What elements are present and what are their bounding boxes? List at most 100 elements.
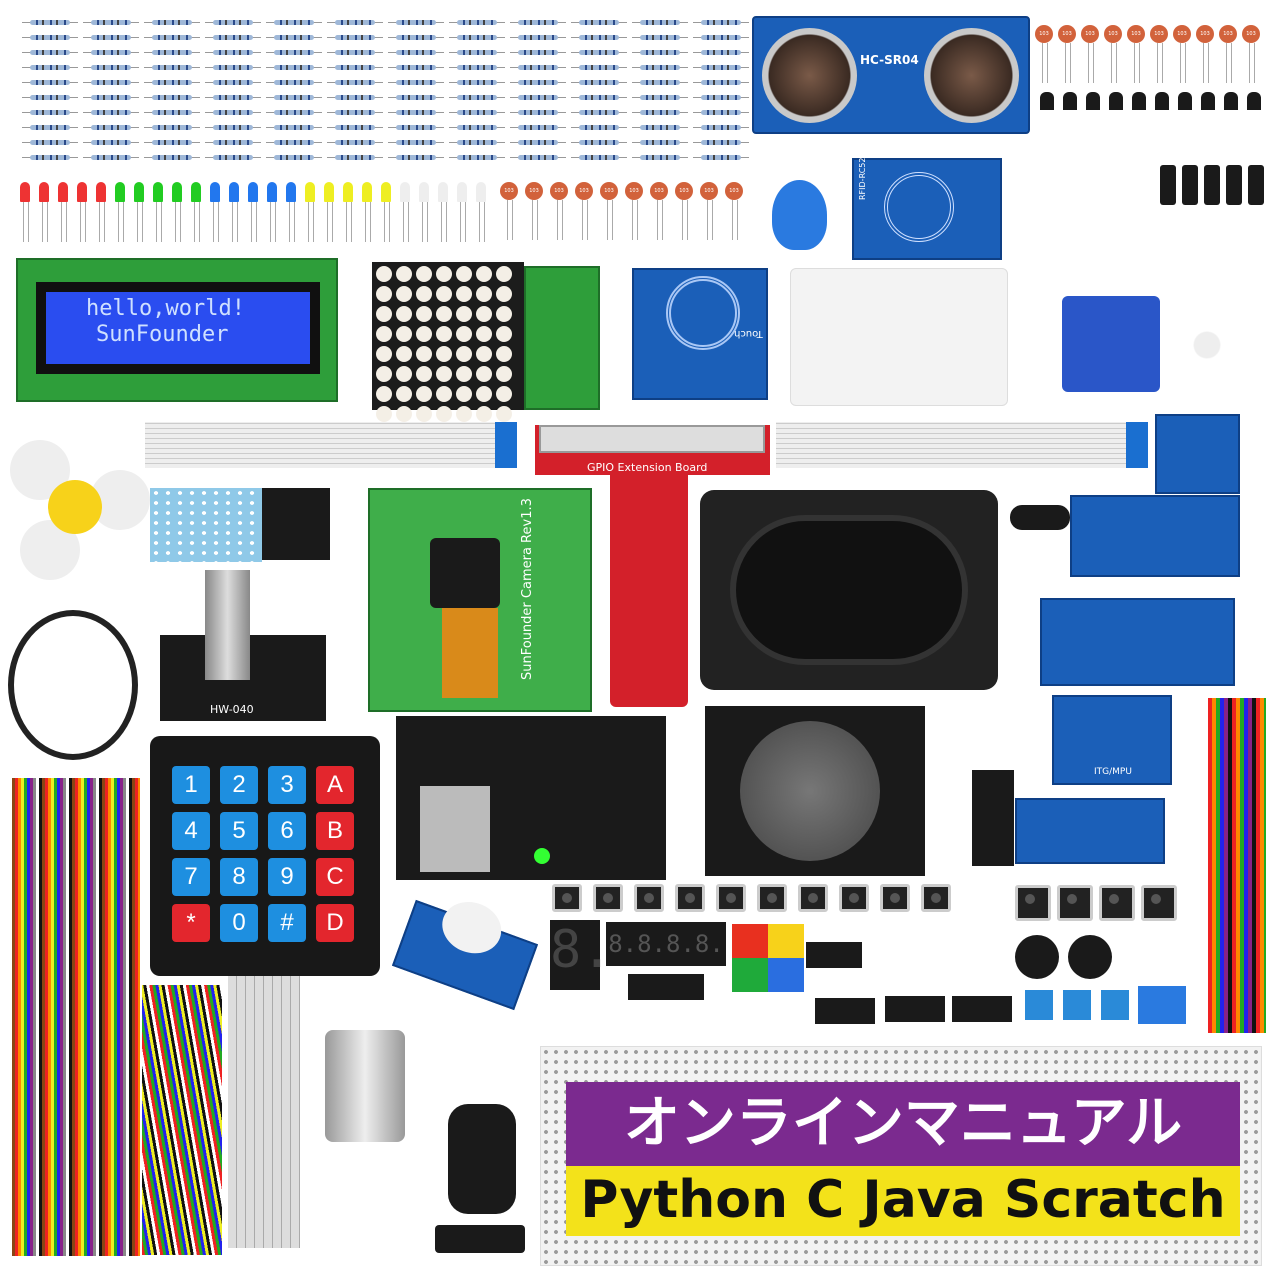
transistor: [1086, 92, 1100, 110]
resistor: [388, 80, 444, 85]
resistor: [571, 125, 627, 130]
encoder-label: HW-040: [210, 703, 254, 716]
resistor: [693, 95, 749, 100]
matrix-led: [476, 346, 492, 362]
photo-interrupter-module: [1015, 798, 1165, 864]
resistor: [22, 65, 78, 70]
transistors: [1040, 92, 1265, 162]
resistor: [266, 80, 322, 85]
resistor-array: [20, 15, 749, 175]
resistor: [83, 35, 139, 40]
resistor: [632, 65, 688, 70]
buzzer-1: [1015, 935, 1059, 979]
keypad-key-8[interactable]: 8: [220, 858, 258, 896]
matrix-led: [436, 366, 452, 382]
matrix-led: [376, 306, 392, 322]
matrix-led: [396, 346, 412, 362]
resistor: [144, 65, 200, 70]
matrix-led: [496, 326, 512, 342]
keypad-key-5[interactable]: 5: [220, 812, 258, 850]
resistor: [22, 110, 78, 115]
led: [229, 182, 239, 242]
capacitor: 103: [575, 182, 593, 240]
capacitor: 103: [500, 182, 518, 240]
jumper-wire-bundle: [142, 985, 222, 1255]
capacitor: 103: [1150, 25, 1168, 83]
keypad-key-A[interactable]: A: [316, 766, 354, 804]
matrix-led: [416, 326, 432, 342]
lcd-screen: hello,world! SunFounder: [36, 282, 320, 374]
rfid-keyfob: [772, 180, 827, 250]
led: [20, 182, 30, 242]
rfid-card: [790, 268, 1008, 406]
keypad-key-7[interactable]: 7: [172, 858, 210, 896]
led: [96, 182, 106, 242]
resistor: [632, 155, 688, 160]
led: [305, 182, 315, 242]
keypad-key-#[interactable]: #: [268, 904, 306, 942]
capacitor: 103: [525, 182, 543, 240]
matrix-led: [456, 346, 472, 362]
power-led: [534, 848, 550, 864]
resistor: [205, 80, 261, 85]
resistor: [693, 140, 749, 145]
keypad-key-4[interactable]: 4: [172, 812, 210, 850]
resistor: [632, 95, 688, 100]
capacitor: 103: [625, 182, 643, 240]
speaker: [700, 490, 998, 690]
resistor: [571, 155, 627, 160]
resistor: [144, 140, 200, 145]
matrix-led: [456, 306, 472, 322]
matrix-led: [436, 266, 452, 282]
capacitor: 103: [1035, 25, 1053, 83]
rfid-label: RFID-RC522: [858, 152, 867, 200]
transistor: [1201, 92, 1215, 110]
led: [419, 182, 429, 242]
transistor: [1109, 92, 1123, 110]
tactile-button: [552, 884, 582, 912]
resistor: [632, 20, 688, 25]
resistor: [205, 125, 261, 130]
led: [457, 182, 467, 242]
keypad-key-9[interactable]: 9: [268, 858, 306, 896]
resistor: [205, 65, 261, 70]
resistor: [327, 140, 383, 145]
resistor: [693, 20, 749, 25]
resistor: [205, 140, 261, 145]
keypad-ribbon: [228, 976, 300, 1248]
resistor: [327, 65, 383, 70]
tactile-button: [716, 884, 746, 912]
led: [267, 182, 277, 242]
keypad-key-C[interactable]: C: [316, 858, 354, 896]
keypad-key-3[interactable]: 3: [268, 766, 306, 804]
keypad-key-B[interactable]: B: [316, 812, 354, 850]
tactile-button: [593, 884, 623, 912]
keypad-key-D[interactable]: D: [316, 904, 354, 942]
matrix-led: [496, 266, 512, 282]
resistor: [327, 35, 383, 40]
keypad-key-*[interactable]: *: [172, 904, 210, 942]
keypad-key-1[interactable]: 1: [172, 766, 210, 804]
touch-label: Touch: [734, 328, 763, 339]
tactile-button: [634, 884, 664, 912]
breadboard-power-module: [396, 716, 666, 880]
resistor: [327, 95, 383, 100]
servo-horns: [1162, 300, 1252, 390]
resistor: [449, 110, 505, 115]
transistor: [1224, 92, 1238, 110]
resistor: [205, 155, 261, 160]
keypad-key-2[interactable]: 2: [220, 766, 258, 804]
rainbow-ribbon-cable: [12, 778, 140, 1256]
dht11-board: [262, 488, 330, 560]
resistor: [22, 125, 78, 130]
matrix-led: [456, 266, 472, 282]
camera-flex-cable: [442, 608, 498, 698]
keypad-key-0[interactable]: 0: [220, 904, 258, 942]
tactile-button-row: [552, 884, 962, 918]
capacitor: 103: [675, 182, 693, 240]
matrix-led: [396, 286, 412, 302]
keypad-key-6[interactable]: 6: [268, 812, 306, 850]
matrix-led: [436, 286, 452, 302]
seven-segment-single: 8.: [550, 920, 613, 990]
ultrasonic-sensor: HC-SR04: [752, 16, 1030, 134]
